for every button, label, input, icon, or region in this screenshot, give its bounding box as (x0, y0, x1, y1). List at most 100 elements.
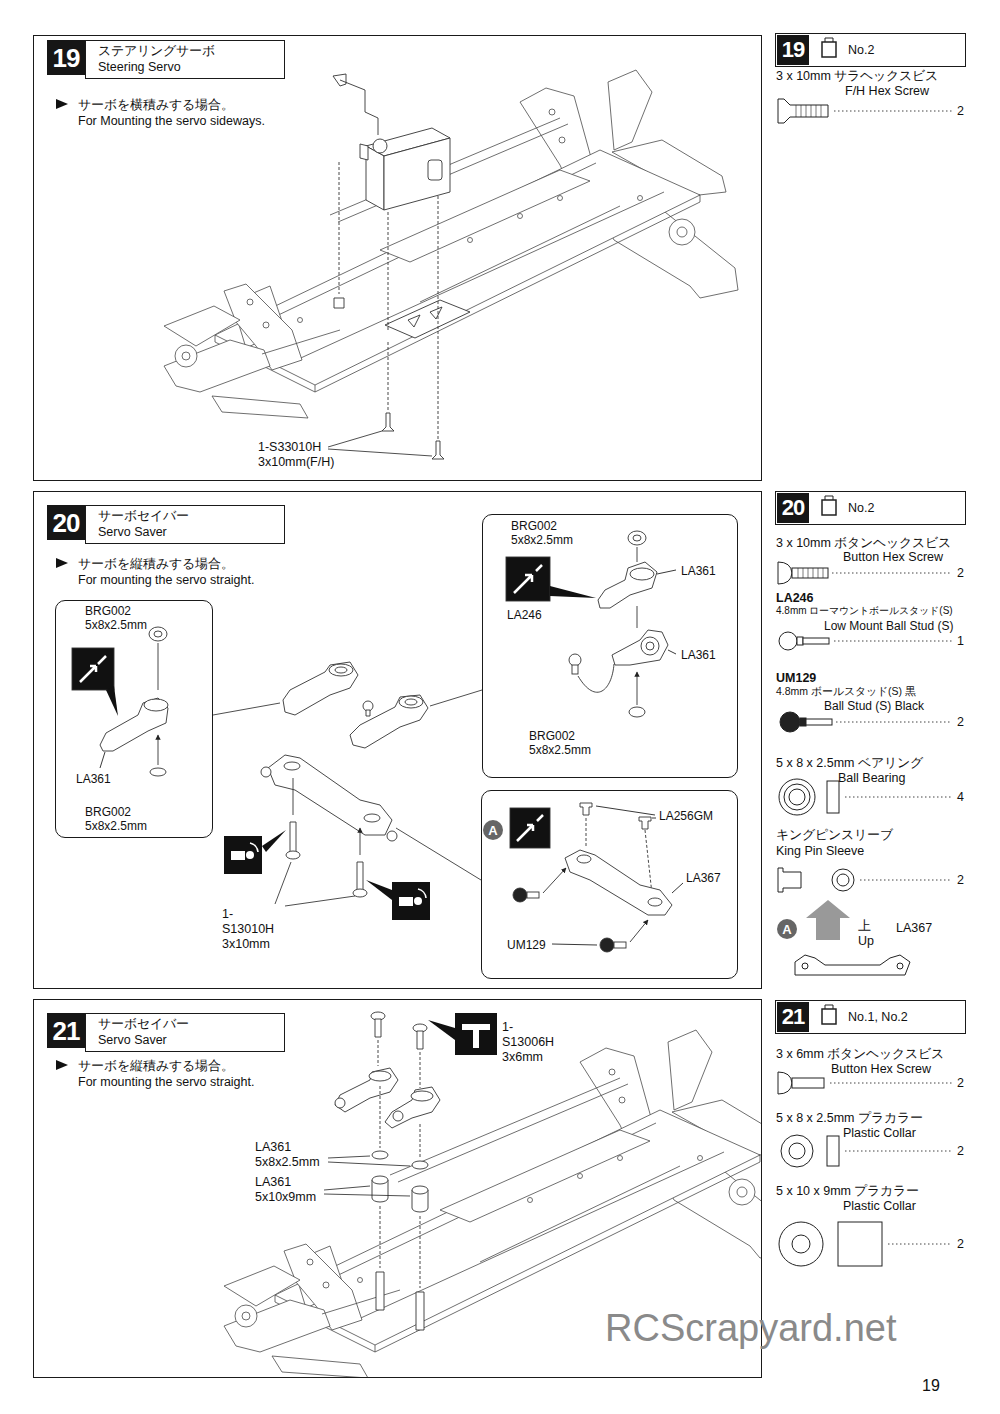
screw-icon (428, 1020, 455, 1040)
servo-saver-exploded (335, 667, 347, 673)
rotation-icon (418, 889, 426, 898)
quantity-leader (836, 722, 952, 723)
step-number: 20 (47, 505, 85, 540)
callout-bottom-right-drawing (565, 850, 672, 915)
step-number: 21 (47, 1013, 85, 1048)
servo-saver-exploded (275, 862, 355, 906)
quantity: 2 (957, 104, 964, 119)
step-number-text: 19 (53, 45, 80, 71)
part-name: 3 x 10mm サラヘックスビス (776, 69, 938, 84)
parts-icons (822, 1009, 836, 1024)
parts-icons (789, 1143, 805, 1159)
parts-icons (897, 963, 903, 969)
callout-bottom-right-drawing (600, 938, 614, 952)
part-code: 1-S13006H 3x6mm (502, 1020, 554, 1065)
callout-bottom-right-drawing (527, 892, 539, 898)
servo-saver-exploded (357, 862, 363, 890)
quantity: 2 (957, 715, 964, 730)
servo-saver-mounting (324, 1156, 410, 1196)
servo-saver-exploded (283, 662, 358, 715)
quantity: 2 (957, 1237, 964, 1252)
screw-icon (462, 1024, 490, 1048)
steering-servo (334, 298, 344, 308)
node-text: BRG002 5x8x2.5mm (85, 604, 147, 633)
rotation-icon (231, 851, 245, 860)
callout-bottom-right-drawing (596, 806, 656, 818)
node-text: For mounting the servo straight. (78, 573, 254, 589)
servo-saver-exploded (399, 696, 423, 708)
part-code: LA361 5x8x2.5mm (255, 1140, 320, 1170)
parts-icons (778, 868, 801, 892)
servo-saver-mounting (411, 1091, 433, 1101)
steering-servo (408, 307, 442, 327)
quantity-leader (834, 111, 952, 112)
servo-saver-exploded (286, 851, 300, 859)
node-text: LA361 (681, 564, 716, 578)
quantity-leader (830, 111, 952, 1244)
node-text: Steering Servo (98, 60, 181, 76)
node-text: サーボを横積みする場合。 (78, 98, 234, 114)
quantity-leader (845, 797, 952, 798)
step-number-text: 21 (53, 1018, 80, 1044)
detail-callout: BRG002 5x8x2.5mmLA361BRG002 5x8x2.5mm (55, 600, 213, 838)
node-text: Servo Saver (98, 525, 167, 541)
parts-icons (779, 1222, 823, 1266)
note-marker (56, 99, 68, 109)
parts-icons (825, 38, 833, 42)
orientation-note: 上 Up (858, 919, 874, 949)
callout-left-drawing (72, 648, 114, 690)
part-name: King Pin Sleeve (776, 844, 864, 859)
parts-icons (789, 789, 805, 805)
servo-saver-mounting (416, 1292, 424, 1330)
servo-saver-exploded (268, 755, 392, 835)
part-name: Button Hex Screw (843, 550, 943, 565)
parts-icons (802, 963, 808, 969)
node-text: サーボセイバー (98, 509, 189, 525)
servo-saver-exploded (261, 767, 271, 777)
parts-header: No.220 (775, 491, 966, 525)
part-name: 4.8mm ローマウントボールスタッド(S) (776, 605, 953, 617)
step-number: 20 (777, 493, 809, 523)
callout-top-right-drawing (506, 531, 676, 717)
servo-saver-mounting (417, 1031, 423, 1049)
steering-servo (333, 74, 346, 86)
parts-icons (803, 638, 829, 644)
step-number-text: 21 (782, 1006, 804, 1028)
parts-icons (779, 779, 815, 815)
quantity: 1 (957, 634, 964, 649)
callout-left-drawing (149, 627, 167, 641)
node-text: LA256GM (659, 809, 713, 823)
steering-servo (385, 300, 470, 338)
part-name: 3 x 6mm ボタンヘックスビス (776, 1047, 944, 1062)
part-code: LA367 (896, 921, 932, 936)
steering-servo (328, 74, 470, 459)
step-number-text: 20 (782, 497, 804, 519)
callout-top-right-drawing (569, 654, 581, 666)
servo-saver-exploded (293, 778, 360, 855)
part-name: Plastic Collar (843, 1199, 916, 1214)
callout-bottom-right-drawing (648, 898, 662, 906)
part-name: 5 x 8 x 2.5mm ベアリング (776, 756, 923, 771)
part-name: Ball Bearing (838, 771, 905, 786)
node-text: LA246 (507, 608, 542, 622)
page-number: 19 (922, 1376, 940, 1395)
quantity-leader (832, 573, 952, 574)
node-text: Servo Saver (98, 1033, 167, 1049)
detail-callout: BRG002 5x8x2.5mmLA361LA246LA361BRG002 5x… (482, 514, 738, 778)
node-text: For Mounting the servo sideways. (78, 114, 265, 130)
callout-top-right-drawing (633, 535, 641, 541)
parts-icons (781, 1135, 813, 1167)
servo-saver-exploded (353, 889, 367, 897)
parts-icons (778, 38, 910, 1266)
node-text: LA361 (681, 648, 716, 662)
parts-icons (838, 1222, 882, 1266)
parts-icons (837, 874, 849, 886)
callout-bottom-right-drawing (513, 888, 527, 902)
parts-icons (796, 105, 821, 117)
callout-bottom-right-drawing (580, 803, 592, 815)
parts-icons (822, 42, 836, 57)
servo-saver-exploded (350, 695, 428, 748)
parts-icons (806, 719, 832, 725)
callout-left-drawing (100, 698, 168, 751)
steering-servo (384, 138, 450, 210)
